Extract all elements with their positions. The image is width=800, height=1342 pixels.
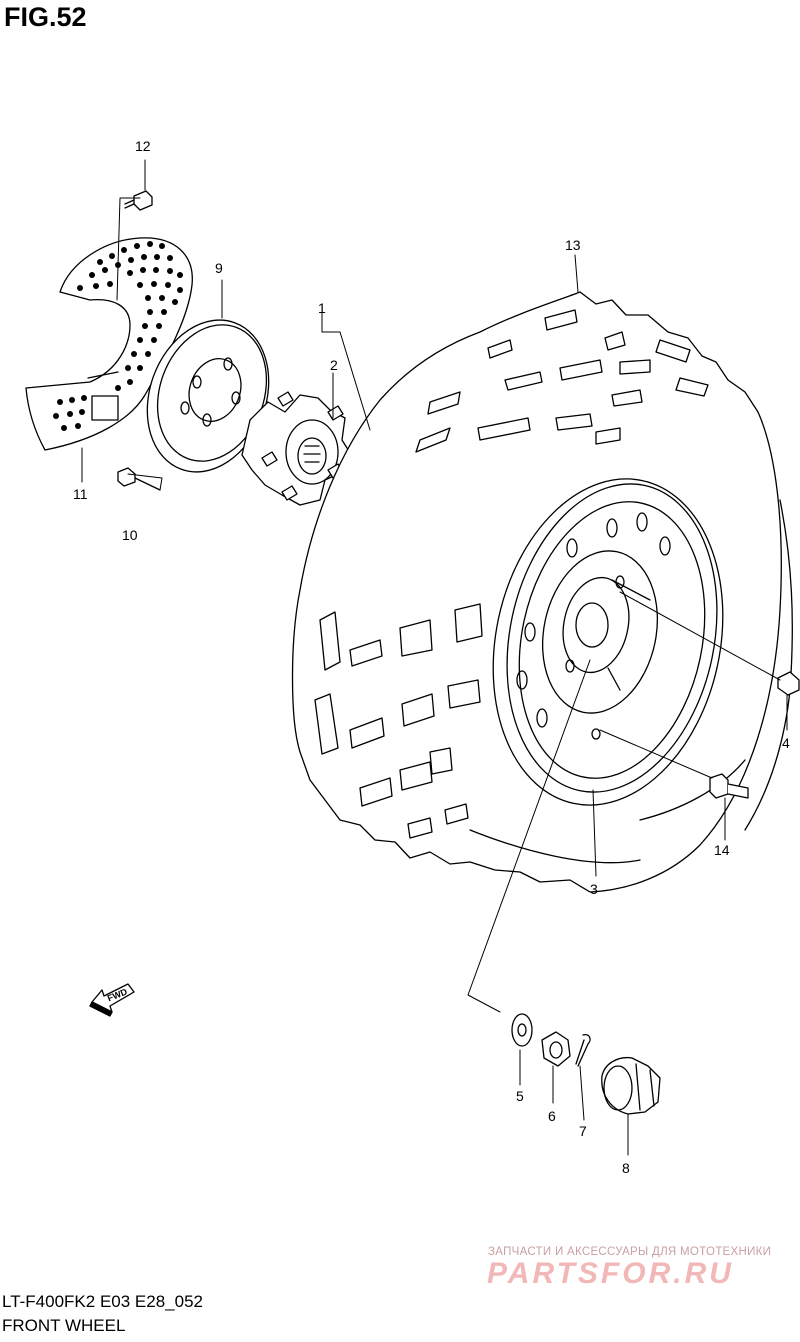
fwd-direction-arrow [89,983,135,1017]
callout-10: 10 [122,527,138,543]
callout-9: 9 [215,260,223,276]
leader-lines [81,159,788,1156]
cotter-pin-7 [575,1034,591,1067]
castle-nut-6 [541,1031,571,1067]
callout-12: 12 [135,138,151,154]
callout-8: 8 [622,1160,630,1176]
watermark-tagline: ЗАПЧАСТИ И АКСЕССУАРЫ ДЛЯ МОТОТЕХНИКИ [488,1246,772,1258]
callout-1: 1 [318,300,326,316]
watermark-logo: PARTSFOR.RU [487,1257,734,1290]
callout-14: 14 [714,842,730,858]
model-code: LT-F400FK2 E03 E28_052 [2,1292,203,1311]
tire-tread-lugs [314,309,709,839]
bolt-12 [124,190,153,211]
callout-3: 3 [590,881,598,897]
bolt-10 [117,467,161,491]
callout-13: 13 [565,237,581,253]
wheel-nut-4 [777,671,800,696]
wheel-stud-14 [709,773,749,799]
cover-holes [53,241,183,431]
rim-holes [516,512,671,740]
callout-6: 6 [548,1108,556,1124]
wheel-hub [241,391,353,506]
callout-2: 2 [330,357,338,373]
figure-title: FIG.52 [4,2,87,32]
wheel-rim [492,478,724,806]
callout-5: 5 [516,1088,524,1104]
callout-11: 11 [73,486,88,502]
brake-disc-cover [25,237,193,451]
figure-caption: FRONT WHEEL [2,1316,126,1335]
hub-cap-8 [601,1056,661,1115]
callout-4: 4 [782,735,790,751]
callout-7: 7 [579,1123,587,1139]
brake-disc [146,319,270,473]
washer-5 [511,1013,533,1047]
